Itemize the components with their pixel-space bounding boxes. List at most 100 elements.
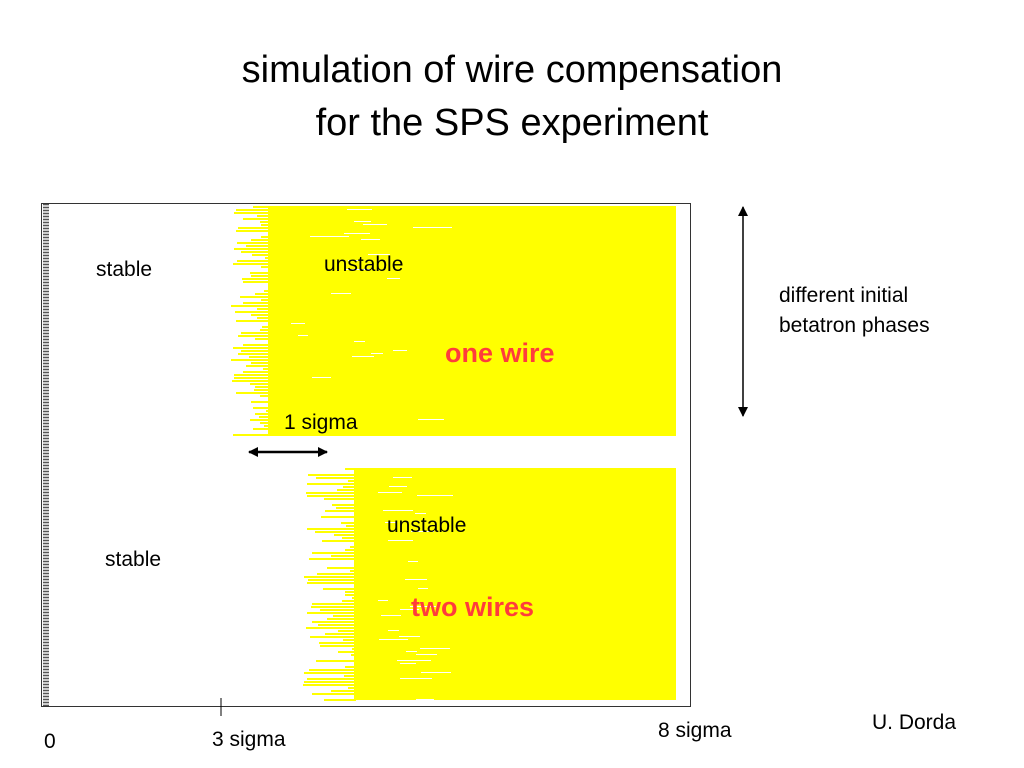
unstable-edge-stripe — [312, 603, 356, 605]
stable-label-two-wires: stable — [105, 548, 162, 571]
unstable-edge-stripe — [233, 263, 270, 265]
unstable-edge-stripe — [334, 534, 356, 536]
unstable-edge-stripe — [317, 573, 356, 575]
unstable-edge-stripe — [341, 522, 356, 524]
unstable-region-body — [354, 468, 676, 700]
unstable-edge-stripe — [238, 335, 270, 337]
unstable-edge-stripe — [266, 410, 270, 412]
one-sigma-label: 1 sigma — [284, 411, 358, 434]
unstable-edge-stripe — [306, 627, 356, 629]
unstable-edge-stripe — [336, 507, 356, 509]
unstable-edge-stripe — [354, 564, 356, 566]
unstable-edge-stripe — [343, 639, 356, 641]
unstable-texture-gap — [413, 227, 452, 228]
unstable-edge-stripe — [251, 401, 270, 403]
phase-note-line2: betatron phases — [779, 314, 930, 337]
unstable-edge-stripe — [331, 555, 356, 557]
unstable-edge-stripe — [307, 582, 356, 584]
unstable-texture-gap — [348, 260, 360, 261]
unstable-texture-gap — [381, 615, 401, 616]
unstable-edge-stripe — [260, 221, 270, 223]
unstable-edge-stripe — [246, 365, 270, 367]
unstable-edge-stripe — [354, 543, 356, 545]
unstable-edge-stripe — [321, 516, 356, 518]
unstable-edge-stripe — [251, 314, 270, 316]
unstable-edge-stripe — [250, 383, 270, 385]
unstable-edge-stripe — [250, 419, 270, 421]
unstable-edge-stripe — [345, 549, 356, 551]
one-wire-unstable-region — [231, 206, 676, 436]
unstable-edge-stripe — [264, 425, 270, 427]
unstable-edge-stripe — [312, 552, 356, 554]
unstable-edge-stripe — [236, 320, 270, 322]
unstable-label-two-wires: unstable — [387, 514, 467, 537]
unstable-edge-stripe — [236, 209, 270, 211]
unstable-edge-stripe — [311, 606, 356, 608]
unstable-texture-gap — [418, 588, 428, 589]
two-wires-label: two wires — [411, 592, 535, 622]
unstable-texture-gap — [331, 293, 351, 294]
unstable-region-body — [268, 206, 676, 436]
unstable-edge-stripe — [307, 483, 356, 485]
unstable-edge-stripe — [234, 374, 270, 376]
unstable-edge-stripe — [259, 416, 270, 418]
unstable-edge-stripe — [346, 525, 356, 527]
unstable-edge-stripe — [333, 615, 356, 617]
unstable-edge-stripe — [243, 218, 270, 220]
unstable-edge-stripe — [331, 690, 356, 692]
unstable-edge-stripe — [322, 540, 356, 542]
unstable-edge-stripe — [348, 687, 356, 689]
unstable-edge-stripe — [316, 477, 356, 479]
unstable-edge-stripe — [315, 531, 356, 533]
unstable-texture-gap — [400, 678, 432, 679]
unstable-edge-stripe — [261, 224, 270, 226]
unstable-edge-stripe — [320, 609, 356, 611]
unstable-texture-gap — [416, 654, 437, 655]
unstable-edge-stripe — [236, 392, 270, 394]
unstable-texture-gap — [389, 486, 407, 487]
unstable-edge-stripe — [307, 495, 356, 497]
unstable-edge-stripe — [308, 474, 356, 476]
unstable-edge-stripe — [243, 302, 270, 304]
unstable-edge-stripe — [238, 353, 270, 355]
unstable-edge-stripe — [232, 380, 270, 382]
unstable-edge-stripe — [243, 371, 270, 373]
unstable-texture-gap — [387, 278, 400, 279]
unstable-edge-stripe — [348, 480, 356, 482]
unstable-edge-stripe — [260, 422, 270, 424]
unstable-edge-stripe — [327, 567, 356, 569]
unstable-texture-gap — [310, 236, 349, 237]
unstable-edge-stripe — [269, 284, 270, 286]
unstable-edge-stripe — [234, 377, 270, 379]
unstable-edge-stripe — [307, 528, 356, 530]
unstable-edge-stripe — [345, 666, 356, 668]
unstable-edge-stripe — [308, 579, 356, 581]
unstable-edge-stripe — [251, 275, 270, 277]
unstable-edge-stripe — [325, 510, 356, 512]
unstable-edge-stripe — [231, 305, 270, 307]
x-axis-label-8-sigma: 8 sigma — [658, 719, 732, 742]
unstable-edge-stripe — [241, 350, 270, 352]
unstable-edge-stripe — [260, 329, 270, 331]
unstable-edge-stripe — [342, 537, 356, 539]
unstable-edge-stripe — [332, 504, 356, 506]
left-edge-ticks — [43, 204, 49, 706]
unstable-edge-stripe — [309, 558, 356, 560]
author-credit: U. Dorda — [872, 711, 957, 734]
unstable-texture-gap — [393, 350, 407, 351]
unstable-edge-stripe — [243, 281, 270, 283]
unstable-edge-stripe — [338, 651, 356, 653]
unstable-edge-stripe — [319, 642, 356, 644]
unstable-edge-stripe — [257, 215, 270, 217]
unstable-edge-stripe — [231, 359, 270, 361]
unstable-texture-gap — [411, 531, 434, 532]
unstable-texture-gap — [378, 600, 388, 601]
unstable-texture-gap — [378, 492, 402, 493]
unstable-edge-stripe — [241, 332, 270, 334]
unstable-edge-stripe — [253, 206, 270, 208]
unstable-edge-stripe — [263, 368, 270, 370]
unstable-edge-stripe — [252, 254, 270, 256]
unstable-edge-stripe — [255, 413, 270, 415]
unstable-edge-stripe — [316, 660, 356, 662]
stability-plot — [41, 203, 691, 707]
